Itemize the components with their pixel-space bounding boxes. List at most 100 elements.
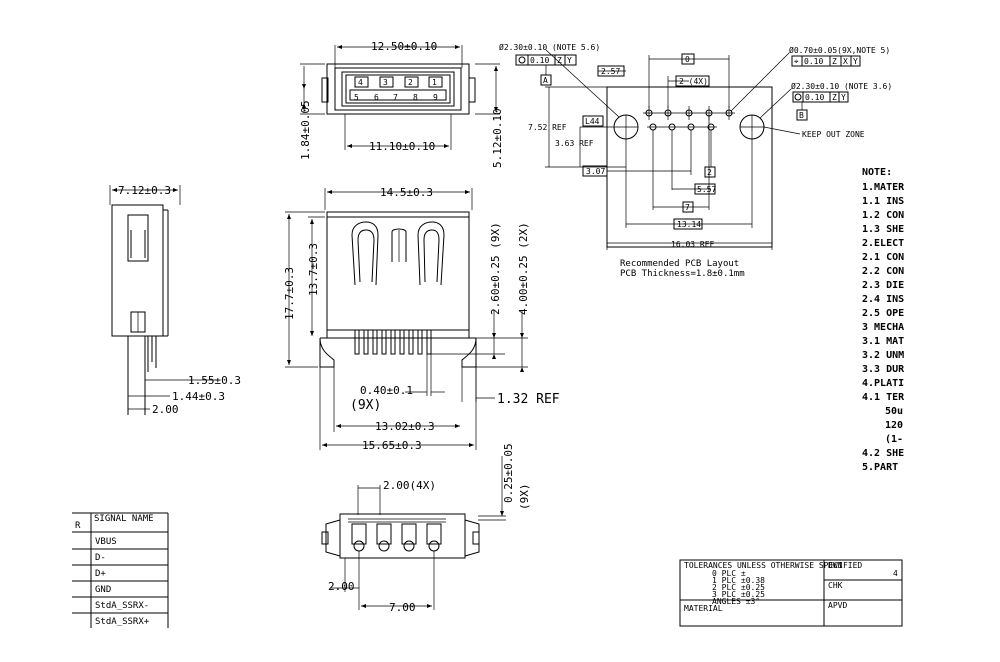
dim-13-14: 13.14 <box>677 220 701 229</box>
dim-front-v2: 4.00±0.25 (2X) <box>517 222 530 315</box>
pin-label: 3 <box>383 78 388 87</box>
note-item: 5.PART <box>862 462 898 473</box>
pcb-pin-holes <box>643 106 735 131</box>
note-item: 1.MATER <box>862 182 905 193</box>
dim-side-c: 2.00 <box>152 403 179 416</box>
pin-label: 8 <box>413 93 418 102</box>
dim-16-03: 16.03 REF <box>671 240 715 249</box>
pin-label: 9 <box>433 93 438 102</box>
dim-front-v1: 2.60±0.25 (9X) <box>489 222 502 315</box>
dim-bottom-thick-count: (9X) <box>518 484 531 511</box>
frame-datum: X <box>843 57 848 66</box>
table-row: D+ <box>95 569 106 579</box>
pcb-thickness: PCB Thickness=1.8±0.1mm <box>620 269 745 279</box>
note-item: 2.1 CON <box>862 252 904 263</box>
note-item: 4.2 SHE <box>862 448 904 459</box>
note-item: 2.3 DIE <box>862 280 904 291</box>
dwn-label: DWN <box>828 561 843 570</box>
pin-label: 1 <box>432 78 437 87</box>
tolerance-row: 0 PLC ± <box>712 569 746 578</box>
note-item: 2.ELECT <box>862 238 904 249</box>
note-item: 2.5 OPE <box>862 308 904 319</box>
table-row: StdA_SSRX- <box>95 601 149 611</box>
side-view: 7.12±0.3 1.55±0.3 1.44±0.3 2.00 <box>109 184 241 416</box>
dim-bottom-pitch: 2.00(4X) <box>383 479 436 492</box>
dim-side-a: 1.55±0.3 <box>188 374 241 387</box>
frame-datum: Y <box>567 56 572 65</box>
dim-front-inner: 13.02±0.3 <box>375 420 435 433</box>
dim-bottom-a: 2.00 <box>328 580 355 593</box>
notes: NOTE: 1.MATER 1.1 INS 1.2 CON 1.3 SHE 2.… <box>862 167 905 473</box>
note-item: 3.3 DUR <box>862 364 905 375</box>
callout-hole-left: Ø2.30±0.10 (NOTE 5.6) <box>499 42 600 52</box>
callout-pin-holes: Ø0.70±0.05(9X,NOTE 5) <box>789 45 890 55</box>
dim-front-outer: 15.65±0.3 <box>362 439 422 452</box>
top-view: 12.50±0.10 4 3 2 1 5 6 7 8 9 11.10±0.10 <box>299 40 504 168</box>
chk-label: CHK <box>828 581 843 590</box>
frame-datum: Z <box>557 56 562 65</box>
dwn-value: 4 <box>893 569 898 578</box>
pin-label: 5 <box>354 93 359 102</box>
tolerance-row: 1 PLC ±0.38 <box>712 576 765 585</box>
note-item: 3 MECHA <box>862 322 904 333</box>
pin-label: 2 <box>408 78 413 87</box>
pcb-layout: Ø2.30±0.10 (NOTE 5.6) 0.10 Z Y A Ø0.70±0… <box>499 42 892 279</box>
dim-7-52: 7.52 REF <box>528 123 567 132</box>
note-item: 50u <box>885 406 903 417</box>
tolerance-row: 2 PLC ±0.25 <box>712 583 765 592</box>
dim-top-inner: 11.10±0.10 <box>369 140 435 153</box>
frame-datum: Y <box>853 57 858 66</box>
dim-top-width: 12.50±0.10 <box>371 40 437 53</box>
tolerance-row: 3 PLC ±0.25 <box>712 590 765 599</box>
note-item: 4.PLATI <box>862 378 904 389</box>
datum-b: B <box>799 111 804 120</box>
frame-tolerance: 0.10 <box>804 57 823 66</box>
table-row: GND <box>95 585 111 595</box>
dim-front-width: 14.5±0.3 <box>380 186 433 199</box>
pcb-layout-title: Recommended PCB Layout <box>620 259 739 269</box>
front-pins <box>354 329 432 355</box>
frame-datum: Y <box>841 93 846 102</box>
note-item: 120 <box>885 420 903 431</box>
datum-a: A <box>543 76 548 85</box>
dim-5-57: 5.57 <box>697 185 716 194</box>
pin-label: 4 <box>358 78 363 87</box>
frame-datum: Z <box>832 57 837 66</box>
note-item: 2.2 CON <box>862 266 904 277</box>
apvd-label: APVD <box>828 601 847 610</box>
tolerance-row: ANGLES ±3° <box>712 597 760 606</box>
table-row: D- <box>95 553 106 563</box>
note-item: 3.2 UNM <box>862 350 904 361</box>
dim-3-63: 3.63 REF <box>555 139 594 148</box>
dim-0: 0 <box>685 55 690 64</box>
frame-datum: Z <box>832 93 837 102</box>
keep-out-zone-label: KEEP OUT ZONE <box>802 130 865 139</box>
dim-front-ref: 1.32 REF <box>497 392 560 407</box>
dim-l44: L44 <box>585 117 600 126</box>
table-row: VBUS <box>95 537 117 547</box>
front-view: 14.5±0.3 17.7±0. <box>283 186 560 452</box>
dim-front-h2: 13.7±0.3 <box>307 243 320 296</box>
table-row-marker: R <box>75 521 81 531</box>
pin-label: 7 <box>393 93 398 102</box>
callout-hole-right: Ø2.30±0.10 (NOTE 3.6) <box>791 81 892 91</box>
table-row: StdA_SSRX+ <box>95 617 150 627</box>
dim-front-h1: 17.7±0.3 <box>283 267 296 320</box>
dim-7: 7 <box>685 203 690 212</box>
note-item: 4.1 TER <box>862 392 905 403</box>
dim-bottom-b: 7.00 <box>389 601 416 614</box>
dim-2: 2 <box>707 168 712 177</box>
dim-front-pin: 0.40±0.1 <box>360 384 413 397</box>
notes-heading: NOTE: <box>862 167 892 178</box>
note-item: 3.1 MAT <box>862 336 904 347</box>
note-item: 1.2 CON <box>862 210 904 221</box>
material-label: MATERIAL <box>684 604 723 613</box>
dim-2-4x: 2 (4X) <box>679 77 708 86</box>
bottom-pins <box>348 518 446 552</box>
bottom-view: 2.00(4X) 0.25±0.05 (9X) 2.00 <box>321 443 531 614</box>
note-item: 1.1 INS <box>862 196 904 207</box>
dim-side-b: 1.44±0.3 <box>172 390 225 403</box>
dim-front-pin-count: (9X) <box>350 398 381 413</box>
dim-bottom-thick: 0.25±0.05 <box>502 443 515 503</box>
